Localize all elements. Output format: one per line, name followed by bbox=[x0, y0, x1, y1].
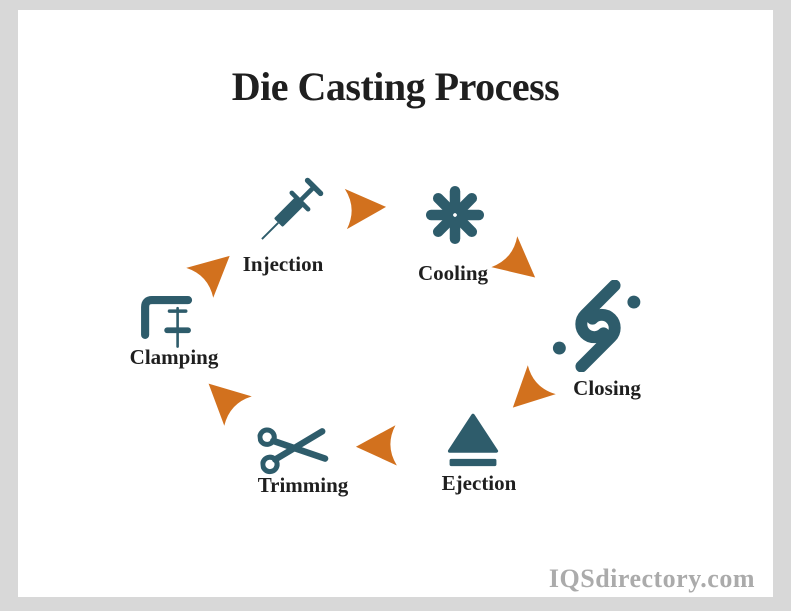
step-label-ejection: Ejection bbox=[441, 471, 517, 495]
page-title: Die Casting Process bbox=[231, 63, 560, 109]
snowflake-icon bbox=[425, 185, 485, 245]
flow-arrow-ejection-to-trimming bbox=[351, 422, 403, 470]
clamp-icon bbox=[141, 296, 193, 348]
flow-arrow-closing-to-ejection bbox=[494, 359, 562, 427]
flow-arrow-trimming-to-clamping bbox=[190, 364, 258, 432]
watermark-text: IQSdirectory.com bbox=[548, 564, 755, 593]
flow-arrow-cooling-to-closing bbox=[485, 230, 553, 297]
flow-arrow-clamping-to-injection bbox=[180, 236, 248, 304]
step-label-injection: Injection bbox=[242, 252, 324, 276]
step-label-trimming: Trimming bbox=[257, 473, 349, 497]
syringe-icon bbox=[261, 177, 324, 240]
eject-icon bbox=[447, 413, 499, 467]
flow-arrow-injection-to-cooling bbox=[339, 184, 391, 233]
step-label-closing: Closing bbox=[573, 376, 641, 400]
step-label-clamping: Clamping bbox=[129, 345, 219, 369]
link-icon bbox=[552, 280, 641, 372]
step-label-cooling: Cooling bbox=[417, 261, 489, 285]
scissors-icon bbox=[257, 427, 329, 475]
